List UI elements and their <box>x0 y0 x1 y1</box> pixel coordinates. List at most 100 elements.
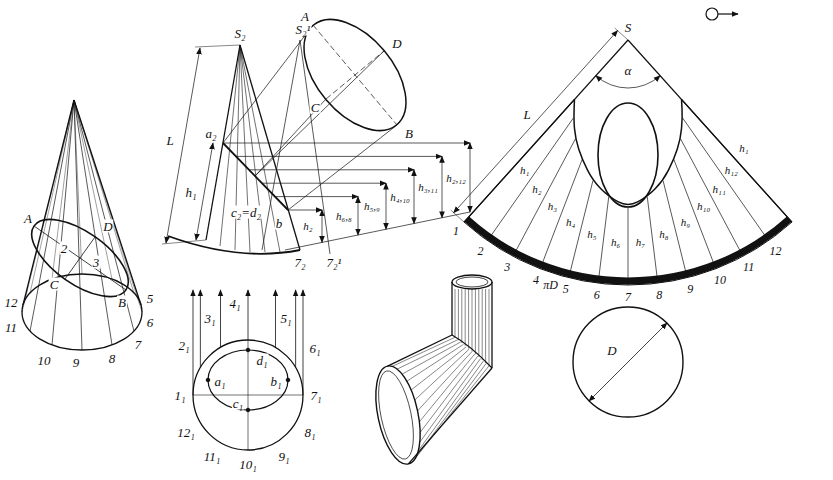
drawing-label: 12 <box>4 296 19 309</box>
drawing-line <box>30 100 74 331</box>
drawing-label: b₁ <box>269 375 282 388</box>
drawing-line <box>540 159 582 268</box>
drawing-label: L <box>165 134 174 147</box>
drawing-label: 3₁ <box>203 312 216 325</box>
drawing-line <box>358 197 359 235</box>
drawing-label: h₂ <box>302 221 313 232</box>
drawing-label: h₁₂ <box>724 164 739 175</box>
drawing-label: h₂,₁₂ <box>445 172 467 183</box>
drawing-label: 6 <box>593 289 601 301</box>
drawing-line <box>414 170 415 224</box>
drawing-label: S₂ <box>233 27 246 40</box>
drawing-label: h₄,₁₀ <box>389 191 411 202</box>
drawing-line <box>52 100 74 345</box>
drawing-label: h₉ <box>680 217 691 228</box>
drawing-line <box>74 100 82 274</box>
drawing-label: 1₁ <box>173 389 186 402</box>
drawing-label: 2₁ <box>177 339 190 352</box>
drawing-line <box>674 159 716 268</box>
drawing-line <box>682 118 768 241</box>
pipe-mouth <box>372 368 420 462</box>
drawing-label: h₆ <box>610 236 621 247</box>
drawing-line <box>411 347 466 390</box>
drawing-label: 7 <box>134 338 143 351</box>
drawing-line <box>420 359 481 443</box>
drawing-line <box>200 290 201 368</box>
drawing-line <box>295 290 296 368</box>
drawing-line <box>491 282 492 368</box>
drawing-line <box>220 290 221 347</box>
drawing-line <box>223 143 470 144</box>
drawing-label: 7₂¹ <box>326 256 343 269</box>
drawing-label: a₁ <box>213 375 226 388</box>
drawing-line <box>482 289 483 360</box>
drawing-label: A <box>23 212 33 225</box>
drawing-label: B <box>404 127 414 140</box>
drawing-label: 6₁ <box>308 342 321 355</box>
drawing-line <box>628 207 629 285</box>
drawing-line <box>451 282 452 335</box>
drawing-line <box>408 368 492 464</box>
drawing-label: 8 <box>655 289 663 301</box>
drawing-line <box>388 335 452 366</box>
drawing-label: 12 <box>768 245 782 257</box>
drawing-line <box>407 344 464 381</box>
drawing-label: c₁ <box>232 397 244 410</box>
drawing-label: 9₁ <box>277 450 290 463</box>
drawing-label: c₂=d₂ <box>230 206 262 219</box>
drawing-label: h₆,₈ <box>335 210 353 221</box>
drawing-label: h₇ <box>635 236 646 247</box>
drawing-label: 8₁ <box>303 426 316 439</box>
drawing-label: 2 <box>60 242 69 255</box>
drawing-line <box>74 100 134 293</box>
cut-curve <box>574 99 682 204</box>
drawing-label: L <box>522 108 531 121</box>
drawing-label: 5₁ <box>279 312 292 325</box>
drawing-line <box>322 210 323 242</box>
drawing-line <box>262 183 386 184</box>
drawing-line <box>34 226 126 290</box>
drawing-label: h₃ <box>547 201 558 212</box>
plan-circle <box>193 340 303 450</box>
drawing-line <box>412 366 489 462</box>
drawing-line <box>397 340 458 369</box>
drawing-line <box>52 100 74 279</box>
drawing-label: 10 <box>713 274 727 286</box>
drawing-label: h₁ <box>519 164 530 175</box>
drawing-line <box>288 210 322 211</box>
drawing-label: D <box>391 37 402 50</box>
drawing-label: a₂ <box>204 127 217 140</box>
drawing-line <box>275 196 358 197</box>
drawing-line <box>589 323 667 401</box>
drawing-label: 6 <box>146 316 155 329</box>
drawing-label: h₅ <box>586 229 597 240</box>
drawing-label: 4 <box>532 274 540 286</box>
drawing-label: 5 <box>146 292 155 305</box>
rotation-symbol <box>706 8 738 20</box>
drawing-line <box>451 210 464 222</box>
drawing-line <box>442 156 443 217</box>
drawing-label: 8 <box>108 352 117 365</box>
drawing-line <box>461 289 462 343</box>
drawing-label: 11 <box>4 321 18 334</box>
generated-geometry <box>19 28 792 468</box>
drawing-label: 7 <box>624 291 632 303</box>
drawing-line <box>598 197 609 283</box>
drawing-line <box>386 183 387 229</box>
cone-base <box>22 274 142 350</box>
section-ellipse <box>19 205 141 312</box>
drawing-line <box>392 337 455 366</box>
drawing-label: πD <box>542 279 559 291</box>
pipe-rim <box>452 275 492 289</box>
drawing-line <box>465 289 466 346</box>
drawing-label: C <box>49 278 60 291</box>
drawing-label: A <box>300 10 310 23</box>
drawing-label: 9 <box>72 356 81 369</box>
drawing-line <box>475 289 476 354</box>
drawing-label: 1 <box>452 225 460 237</box>
drawing-label: S₂¹ <box>295 23 312 36</box>
drawing-line <box>454 31 618 213</box>
elbow-pipe <box>368 275 492 468</box>
